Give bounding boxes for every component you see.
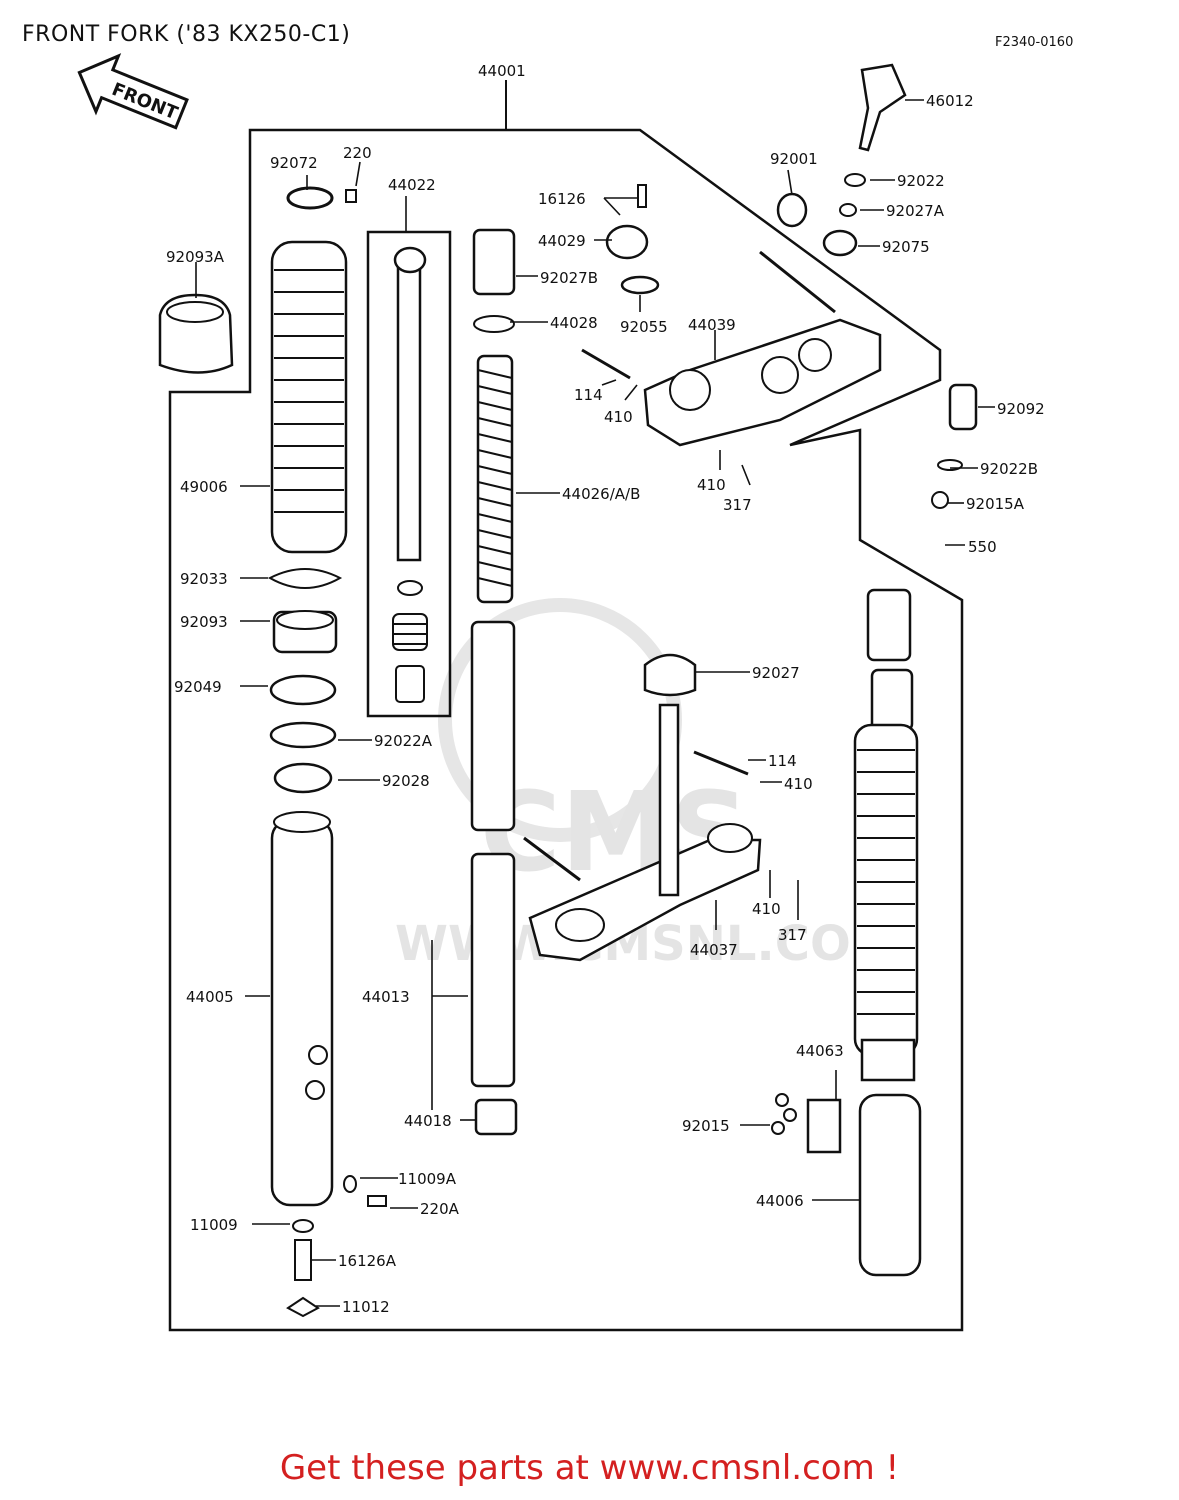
label-92027B: 92027B: [540, 269, 598, 287]
label-92022B: 92022B: [980, 460, 1038, 478]
label-16126A: 16126A: [338, 1252, 397, 1270]
label-550: 550: [968, 538, 997, 556]
label-44026: 44026/A/B: [562, 485, 640, 503]
center-fork-parts: [470, 184, 660, 1136]
fork-boot: [270, 240, 348, 554]
label-92072: 92072: [270, 154, 318, 172]
label-114-lower: 114: [768, 752, 797, 770]
front-arrow: FRONT: [77, 53, 189, 130]
label-92093: 92093: [180, 613, 228, 631]
label-11012: 11012: [342, 1298, 390, 1316]
label-44018: 44018: [404, 1112, 452, 1130]
label-44039: 44039: [688, 316, 736, 334]
label-114-top: 114: [574, 386, 603, 404]
label-44029: 44029: [538, 232, 586, 250]
label-410-top: 410: [604, 408, 633, 426]
label-317-lower: 317: [778, 926, 807, 944]
footer-link[interactable]: Get these parts at www.cmsnl.com !: [279, 1448, 900, 1488]
label-92049: 92049: [174, 678, 222, 696]
right-fork-leg: [806, 588, 922, 1277]
label-92027: 92027: [752, 664, 800, 682]
label-44028: 44028: [550, 314, 598, 332]
label-92033: 92033: [180, 570, 228, 588]
label-220A: 220A: [420, 1200, 460, 1218]
label-92055: 92055: [620, 318, 668, 336]
label-92015A: 92015A: [966, 495, 1025, 513]
label-44013: 44013: [362, 988, 410, 1006]
label-16126: 16126: [538, 190, 586, 208]
lower-bracket: [523, 653, 762, 962]
label-92027A: 92027A: [886, 202, 945, 220]
label-11009: 11009: [190, 1216, 238, 1234]
label-92092: 92092: [997, 400, 1045, 418]
label-11009A: 11009A: [398, 1170, 457, 1188]
label-44001: 44001: [478, 62, 526, 80]
label-410-lower: 410: [784, 775, 813, 793]
footer-link-line: Get these parts at www.cmsnl.com !: [0, 1448, 1179, 1488]
label-410-mid: 410: [697, 476, 726, 494]
label-92022A: 92022A: [374, 732, 433, 750]
label-92022: 92022: [897, 172, 945, 190]
label-44037: 44037: [690, 941, 738, 959]
label-44022: 44022: [388, 176, 436, 194]
boot-clamp: [286, 186, 334, 210]
diagram-code: F2340-0160: [995, 35, 1074, 50]
label-46012: 46012: [926, 92, 974, 110]
label-44005: 44005: [186, 988, 234, 1006]
label-317-top: 317: [723, 496, 752, 514]
label-49006: 49006: [180, 478, 228, 496]
assembly-outline: [168, 128, 964, 1332]
seal-stack: [267, 568, 343, 794]
label-92028: 92028: [382, 772, 430, 790]
label-92093A: 92093A: [166, 248, 225, 266]
dust-cover: [158, 293, 234, 374]
label-220: 220: [343, 144, 372, 162]
outer-tube-left: [270, 811, 334, 1207]
label-92015: 92015: [682, 1117, 730, 1135]
label-92075: 92075: [882, 238, 930, 256]
part-labels: 44001 46012 92072 220 44022 92001 92022 …: [166, 62, 1045, 1316]
label-44006: 44006: [756, 1192, 804, 1210]
label-44063: 44063: [796, 1042, 844, 1060]
label-92001: 92001: [770, 150, 818, 168]
damper-set: [366, 230, 452, 718]
label-410-bracket: 410: [752, 900, 781, 918]
diagram-title: FRONT FORK ('83 KX250-C1): [22, 22, 351, 47]
